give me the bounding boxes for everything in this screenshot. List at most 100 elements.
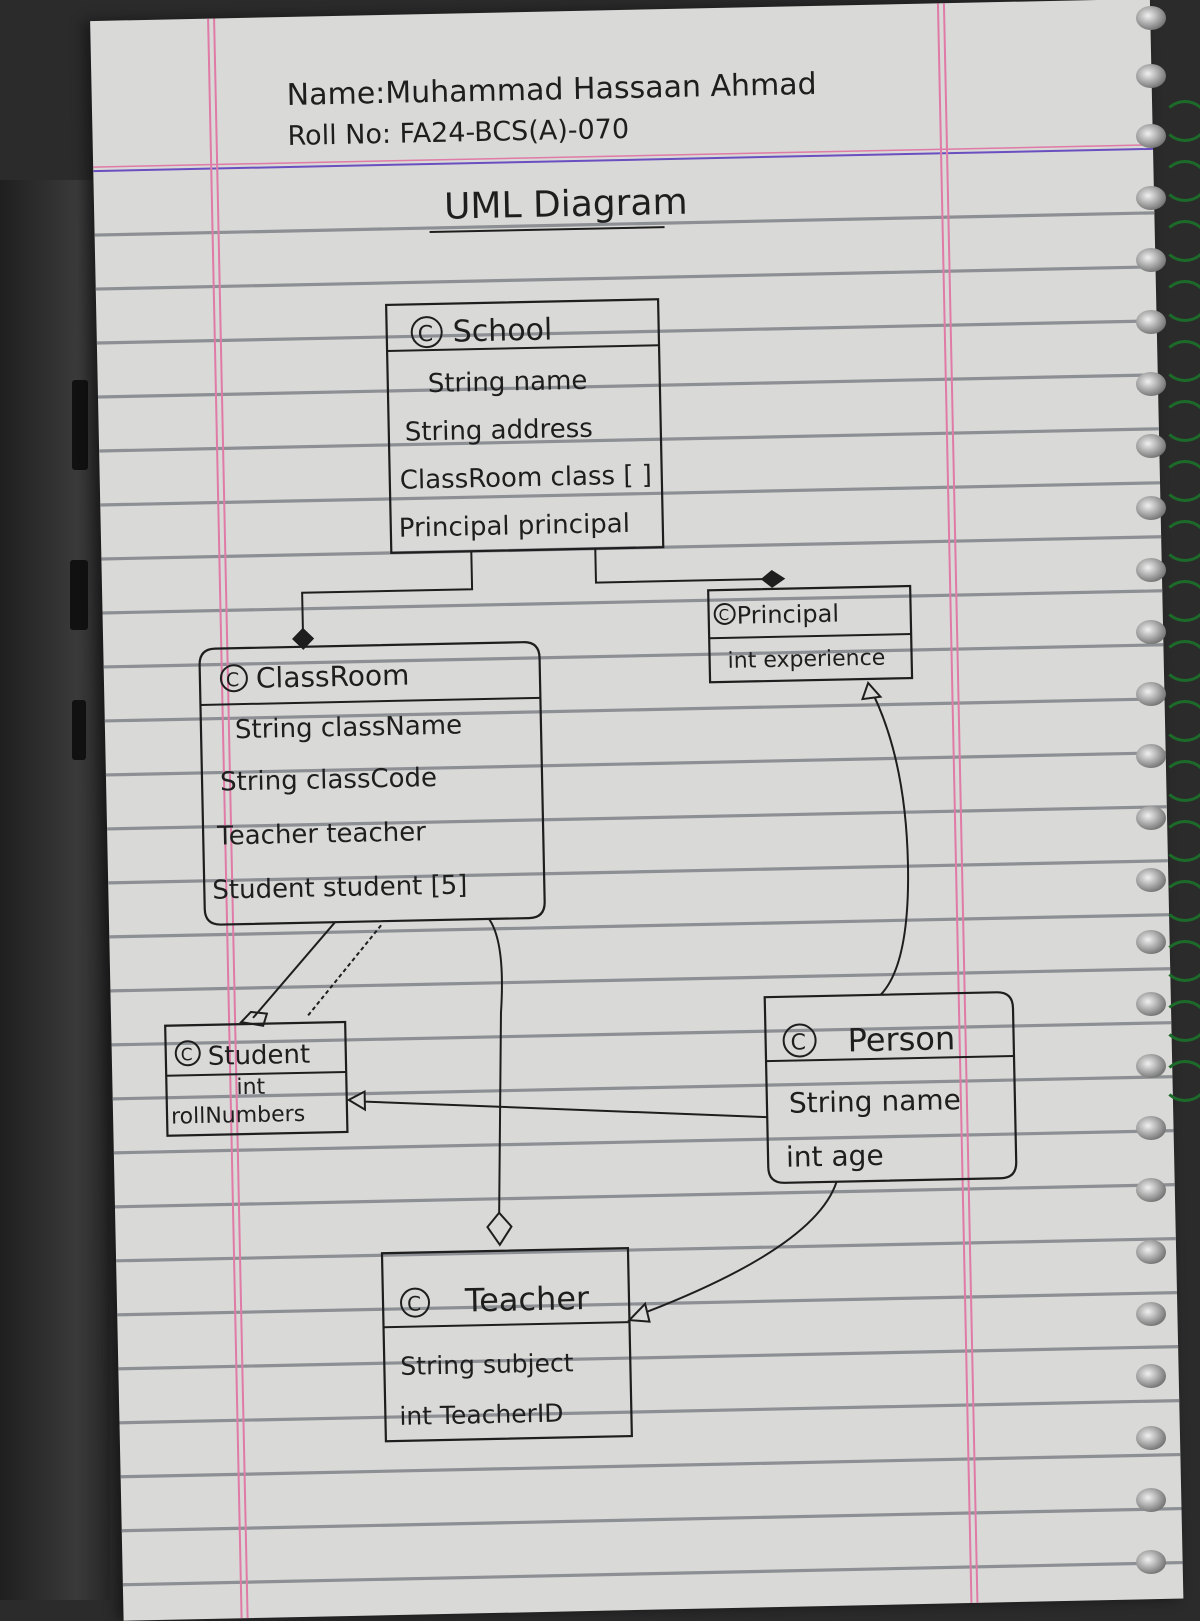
class-school: C School String name String address Clas… (385, 298, 665, 555)
field: Student student [5] (212, 870, 468, 905)
header-rule (93, 147, 1154, 173)
spiral-wire (1162, 940, 1200, 982)
spiral-hole (1136, 744, 1166, 768)
class-marker-label: C (417, 322, 433, 347)
field: int (236, 1075, 266, 1101)
spiral-hole (1136, 434, 1166, 458)
class-marker-icon (782, 1023, 817, 1058)
header-rule-pink (93, 144, 1153, 168)
spiral-hole (1136, 1178, 1166, 1202)
spiral-hole (1136, 64, 1166, 88)
laptop-edge (0, 180, 110, 1600)
class-marker-label: C (181, 1045, 193, 1065)
edge-classroom-teacher (486, 918, 513, 1247)
spiral-wire (1162, 520, 1200, 562)
field: String name (427, 366, 587, 399)
spiral-hole (1136, 806, 1166, 830)
class-classroom: C ClassRoom String className String clas… (198, 641, 546, 926)
class-person: C Person String name int age (763, 991, 1018, 1184)
spiral-wire (1162, 460, 1200, 502)
spiral-hole (1136, 620, 1166, 644)
notebook-page: Name:Muhammad Hassaan Ahmad Roll No: FA2… (90, 0, 1184, 1621)
spiral-hole (1136, 1240, 1166, 1264)
usb-port (72, 700, 86, 760)
spiral-wire (1162, 400, 1200, 442)
class-marker-icon (219, 664, 248, 693)
spiral-hole (1136, 1054, 1166, 1078)
left-margin-line (213, 18, 249, 1619)
spiral-hole (1136, 1550, 1166, 1574)
inheritance-arrowhead (861, 681, 883, 701)
spiral-hole (1136, 124, 1166, 148)
spiral-wire (1162, 280, 1200, 322)
spiral-wire (1162, 760, 1200, 802)
uml-diagram: Name:Muhammad Hassaan Ahmad Roll No: FA2… (93, 3, 1183, 1619)
edge-classroom-student (239, 921, 382, 1027)
spiral-hole (1136, 1488, 1166, 1512)
spiral-wire (1162, 640, 1200, 682)
student-name: Name:Muhammad Hassaan Ahmad (286, 67, 817, 113)
spiral-wire (1162, 160, 1200, 202)
ruled-lines (94, 211, 1183, 1587)
spiral-hole (1136, 1116, 1166, 1140)
spiral-wire (1162, 220, 1200, 262)
inheritance-arrowhead (346, 1089, 367, 1112)
spiral-wire (1162, 100, 1200, 142)
class-marker-icon (410, 316, 443, 349)
field: Teacher teacher (216, 817, 427, 851)
field: String classCode (220, 763, 438, 798)
spiral-hole (1136, 992, 1166, 1016)
spiral-wire (1162, 880, 1200, 922)
aggregation-diamond (239, 1010, 269, 1027)
composition-diamond (292, 627, 315, 650)
class-principal: C Principal int experience (707, 584, 914, 684)
field: int TeacherID (399, 1398, 564, 1430)
field: ClassRoom class [ ] (399, 460, 652, 495)
spiral-hole (1136, 496, 1166, 520)
class-teacher: C Teacher String subject int TeacherID (380, 1246, 633, 1443)
field: String name (789, 1083, 962, 1120)
notebook-spiral (1130, 0, 1200, 1600)
class-name: Person (847, 1019, 955, 1059)
title-underline (429, 226, 665, 234)
spiral-wire (1162, 820, 1200, 862)
spiral-hole (1136, 558, 1166, 582)
edge-person-principal (861, 681, 910, 996)
class-marker-icon (400, 1287, 431, 1318)
right-margin-line (936, 3, 973, 1604)
field: String className (235, 710, 463, 745)
roll-number: Roll No: FA24-BCS(A)-070 (287, 114, 629, 152)
edge-person-teacher (627, 1181, 838, 1323)
spiral-wire (1162, 1060, 1200, 1102)
class-marker-icon (174, 1040, 201, 1067)
composition-diamond (760, 570, 786, 588)
spiral-hole (1136, 1426, 1166, 1450)
edge-school-principal (594, 548, 786, 588)
field: int experience (727, 646, 885, 674)
class-name: ClassRoom (256, 659, 410, 695)
spiral-hole (1136, 930, 1166, 954)
page-title: UML Diagram (444, 182, 688, 228)
class-name: School (452, 312, 552, 349)
spiral-hole (1136, 310, 1166, 334)
field: Principal principal (399, 509, 631, 544)
class-name: Student (208, 1040, 311, 1072)
spiral-hole (1136, 248, 1166, 272)
class-name: Teacher (464, 1279, 591, 1320)
inheritance-arrowhead (627, 1301, 651, 1323)
right-margin-line (942, 3, 979, 1603)
spiral-hole (1136, 1302, 1166, 1326)
spiral-wire (1162, 700, 1200, 742)
field: String subject (400, 1348, 574, 1381)
class-marker-icon (713, 602, 736, 625)
class-marker-label: C (719, 606, 730, 624)
field: String address (404, 414, 593, 448)
class-marker-label: C (226, 669, 240, 691)
spiral-hole (1136, 6, 1166, 30)
edge-person-student (346, 1089, 768, 1119)
field: int age (786, 1139, 884, 1174)
edge-school-classroom (292, 551, 474, 650)
spiral-wire (1162, 340, 1200, 382)
class-marker-label: C (790, 1030, 806, 1055)
spiral-wire (1162, 580, 1200, 622)
